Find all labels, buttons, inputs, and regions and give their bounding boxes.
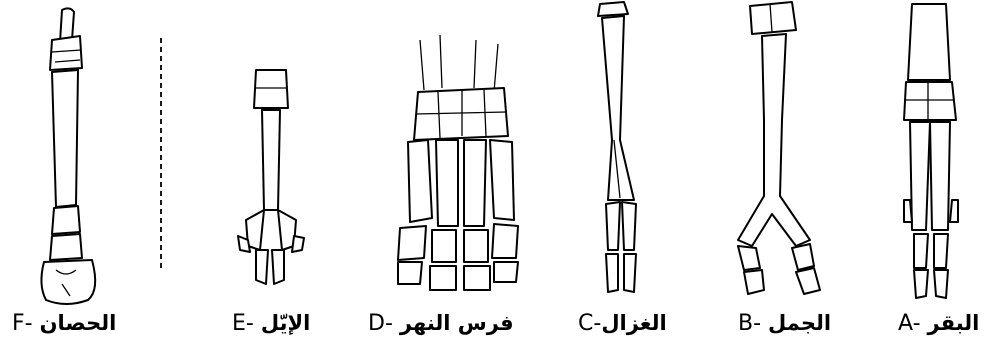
label-e-deer: E- الإيّل xyxy=(232,309,310,338)
horse-foot-skeleton xyxy=(41,8,95,304)
camel-foot-skeleton xyxy=(738,2,820,294)
deer-foot-skeleton xyxy=(238,70,304,284)
label-d-hippo: D- فرس النهر xyxy=(368,309,514,338)
label-c-gazelle: C-الغزال xyxy=(578,309,667,338)
gazelle-foot-skeleton xyxy=(598,2,636,292)
label-a-cattle: A- البقر xyxy=(898,309,979,338)
hippo-foot-skeleton xyxy=(398,35,518,290)
label-f-horse: F- الحصان xyxy=(12,309,116,338)
cattle-foot-skeleton xyxy=(904,4,958,298)
label-b-camel: B- الجمل xyxy=(738,309,831,338)
